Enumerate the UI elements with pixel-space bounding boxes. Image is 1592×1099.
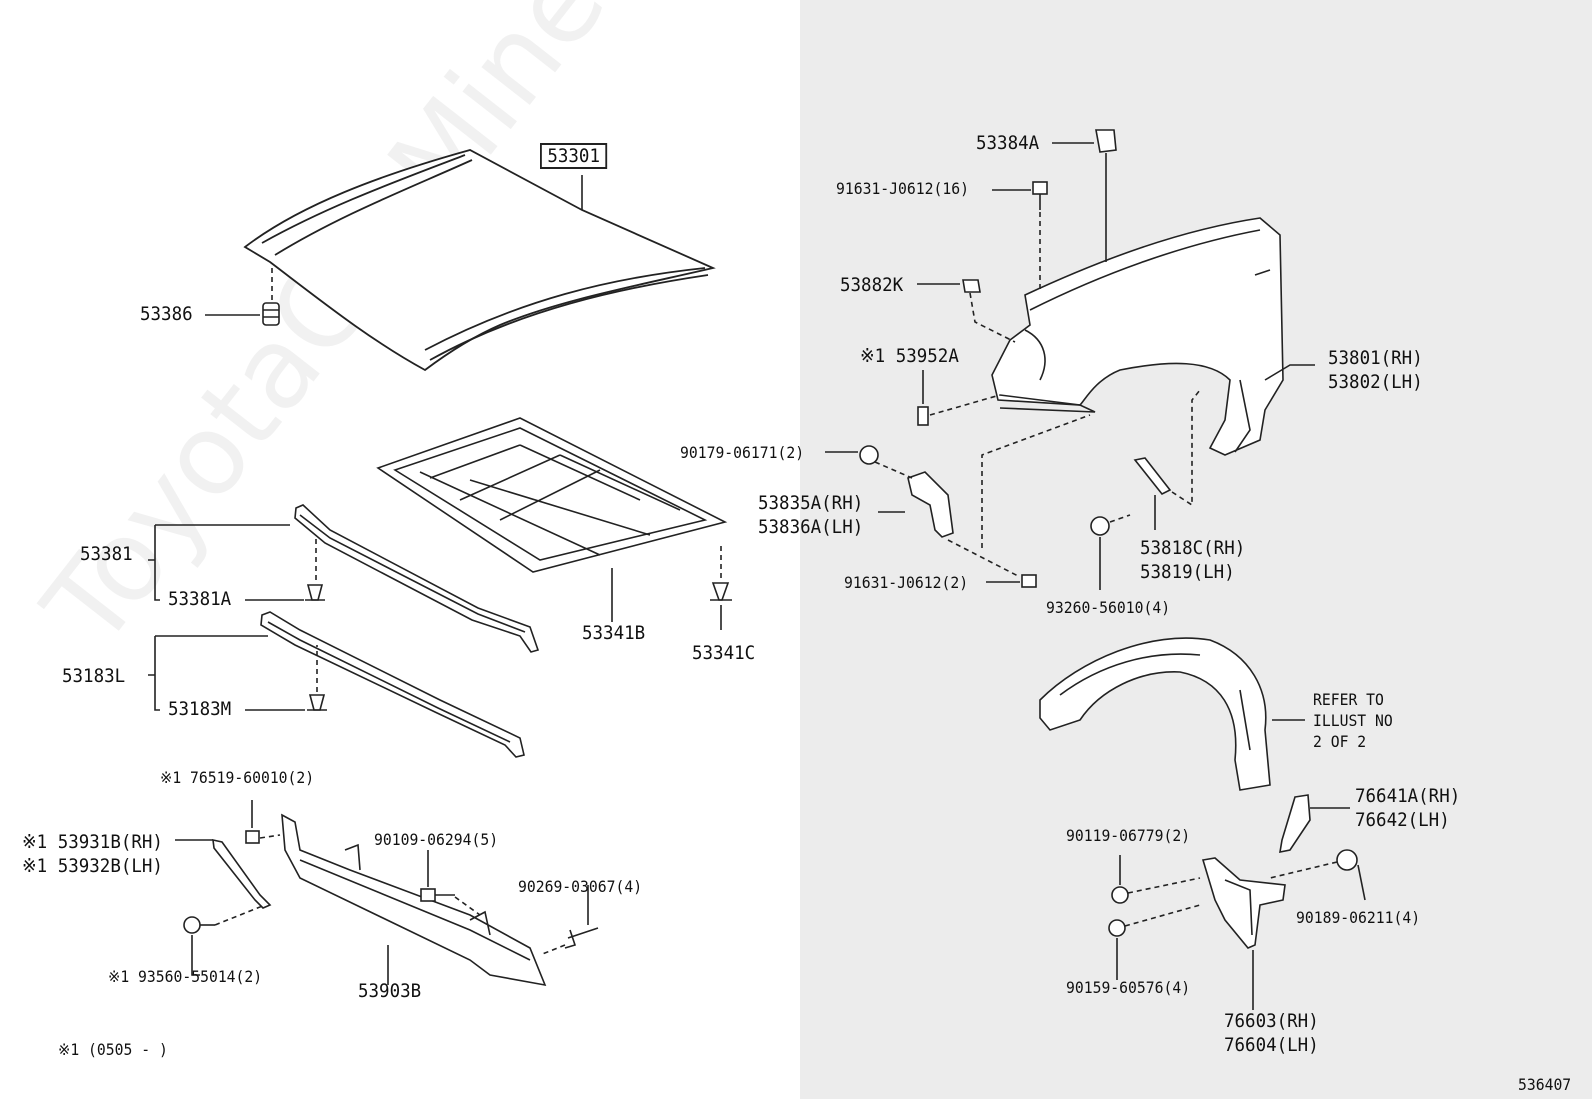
hood-part[interactable]: [243, 149, 716, 372]
label-screw-90119[interactable]: 90119-06779(2): [1066, 826, 1191, 845]
mudguard-part[interactable]: [1201, 857, 1286, 949]
label-fender-seal[interactable]: 53882K: [840, 274, 904, 296]
label-seal-rh[interactable]: ※1 53931B(RH): [22, 831, 163, 853]
fender-stay-part[interactable]: [1133, 457, 1172, 496]
label-mud-bracket-lh[interactable]: 76642(LH): [1355, 809, 1450, 831]
label-fender-lh[interactable]: 53802(LH): [1328, 371, 1423, 393]
label-clip-screw[interactable]: ※1 93560-55014(2): [108, 967, 263, 986]
clip-screw-part[interactable]: [183, 916, 215, 934]
label-seal-lh[interactable]: ※1 53932B(LH): [22, 855, 163, 877]
fender-part[interactable]: [991, 217, 1284, 456]
label-fender-clip[interactable]: ※1 53952A: [860, 345, 959, 367]
bolt93260-dash: [1109, 514, 1131, 523]
fender-seal-part[interactable]: [962, 279, 981, 293]
fender-dash: [981, 414, 1091, 548]
screw90159-dash: [1124, 904, 1201, 927]
label-hood-lock-support[interactable]: 53381: [80, 543, 133, 565]
clip-screw-leader: [191, 935, 200, 976]
footnote: ※1 (0505 - ): [58, 1040, 168, 1059]
hood-lock-support-part[interactable]: [294, 504, 540, 653]
lower-support-part[interactable]: [260, 611, 525, 758]
fender-bolt-part[interactable]: [1032, 181, 1048, 210]
label-front-spoiler[interactable]: 53903B: [358, 980, 422, 1002]
label-clip-90269[interactable]: 90269-03067(4): [518, 877, 643, 896]
lower-bracket-lines: [148, 635, 268, 711]
label-bolt-16[interactable]: 91631-J0612(16): [836, 179, 969, 198]
label-mudguard-lh[interactable]: 76604(LH): [1224, 1034, 1319, 1056]
screw-dash: [214, 904, 266, 926]
bolt-2-part[interactable]: [1021, 574, 1037, 588]
fender-clip-dash: [929, 394, 1001, 416]
fender-leader: [1264, 364, 1315, 381]
label-apron-note[interactable]: ※1 76519-60010(2): [160, 768, 315, 787]
bolt2-dash: [947, 539, 1021, 578]
insulator-clip-part[interactable]: [710, 582, 732, 601]
label-fender-cushion[interactable]: 53384A: [976, 132, 1040, 154]
label-hood[interactable]: 53301: [540, 143, 608, 169]
fender-cushion-part[interactable]: [1095, 129, 1117, 153]
screw90119-dash: [1127, 877, 1201, 894]
refer-line-2: ILLUST NO: [1313, 711, 1393, 730]
illustration-number: 536407: [1518, 1075, 1572, 1094]
label-screw-90159[interactable]: 90159-60576(4): [1066, 978, 1191, 997]
label-stay-lh[interactable]: 53819(LH): [1140, 561, 1235, 583]
fender-liner-part[interactable]: [1039, 637, 1271, 791]
label-lower-support[interactable]: 53183L: [62, 665, 126, 687]
label-bracket-rh[interactable]: 53835A(RH): [758, 492, 864, 514]
lower-clip-part[interactable]: [307, 694, 327, 711]
fender-bracket-part[interactable]: [907, 471, 954, 538]
hood-cushion-part[interactable]: [262, 302, 280, 326]
label-bolt-93260[interactable]: 93260-56010(4): [1046, 598, 1171, 617]
refer-line-1: REFER TO: [1313, 690, 1384, 709]
label-bracket-lh[interactable]: 53836A(LH): [758, 516, 864, 538]
label-hood-cushion[interactable]: 53386: [140, 303, 193, 325]
bolt-93260-part[interactable]: [1090, 516, 1110, 536]
nut90189-dash: [1269, 861, 1338, 879]
spoiler-clip-dash: [539, 944, 566, 956]
fender-clip-part[interactable]: [917, 406, 929, 426]
mudguard-bracket-part[interactable]: [1279, 794, 1311, 854]
label-nut-90189[interactable]: 90189-06211(4): [1296, 908, 1421, 927]
support-bracket-lines: [148, 524, 290, 601]
label-support-clip[interactable]: 53381A: [168, 588, 232, 610]
nut-dash: [874, 461, 913, 479]
seal-part[interactable]: [212, 838, 272, 909]
label-bolt-2[interactable]: 91631-J0612(2): [844, 573, 969, 592]
label-hood-insulator[interactable]: 53341B: [582, 622, 646, 644]
support-clip-part[interactable]: [305, 584, 325, 601]
label-nut-90179[interactable]: 90179-06171(2): [680, 443, 805, 462]
screw-90159-part[interactable]: [1108, 919, 1126, 937]
seal-k-dash: [969, 292, 1016, 343]
nut-90179-part[interactable]: [859, 445, 879, 465]
right-panel-background: [800, 0, 1592, 1099]
nut-90189-part[interactable]: [1336, 849, 1358, 871]
seal-clip-dash: [259, 834, 281, 839]
seal-clip-part[interactable]: [245, 830, 260, 844]
label-insulator-clip[interactable]: 53341C: [692, 642, 756, 664]
label-stay-rh[interactable]: 53818C(RH): [1140, 537, 1246, 559]
spoiler-clip-part[interactable]: [564, 927, 599, 949]
stay-dash: [1171, 389, 1201, 507]
label-mudguard-rh[interactable]: 76603(RH): [1224, 1010, 1319, 1032]
label-bolt-90109[interactable]: 90109-06294(5): [374, 830, 499, 849]
spoiler-bolt-part[interactable]: [420, 888, 455, 902]
screw-90119-part[interactable]: [1111, 886, 1129, 904]
front-spoiler-part[interactable]: [281, 813, 547, 987]
label-lower-support-clip[interactable]: 53183M: [168, 698, 232, 720]
label-fender-rh[interactable]: 53801(RH): [1328, 347, 1423, 369]
refer-line-3: 2 OF 2: [1313, 732, 1367, 751]
label-mud-bracket-rh[interactable]: 76641A(RH): [1355, 785, 1461, 807]
nut90189-leader: [1357, 864, 1366, 901]
hood-insulator-part[interactable]: [376, 417, 728, 573]
